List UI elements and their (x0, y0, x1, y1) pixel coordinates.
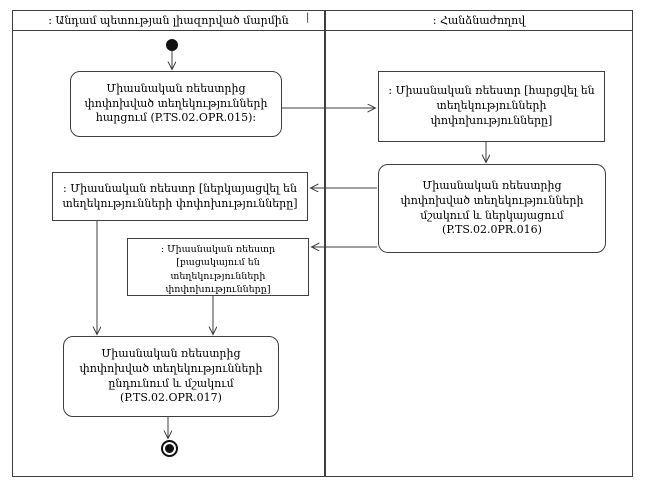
object-node-registry-presented: : Միասնական ռեեստր [ներկայացվել են տեղեկ… (52, 172, 308, 221)
diagram-frame (12, 10, 633, 477)
lane-header-commission: : Հանձնաժողով (326, 10, 632, 31)
action-node-opr016-label: Միասնական ռեեստրից փոփոխված տեղեկություն… (400, 178, 584, 237)
lane-header-tick: | (306, 12, 310, 23)
object-node-registry-absent-label: : Միասնական ռեեստր [բացակայում են տեղեկո… (160, 244, 276, 295)
lane-header-authorized-body: : Անդամ պետության լիազորված մարմին (13, 10, 324, 31)
lane-header-commission-label: : Հանձնաժողով (432, 13, 526, 27)
object-node-registry-presented-label: : Միասնական ռեեստր [ներկայացվել են տեղեկ… (62, 181, 298, 210)
final-node (161, 440, 178, 457)
action-node-opr016: Միասնական ռեեստրից փոփոխված տեղեկություն… (378, 164, 606, 253)
object-node-registry-queried: : Միասնական ռեեստր [հարցվել են տեղեկությ… (378, 71, 605, 142)
action-node-opr015-label: Միասնական ռեեստրից փոփոխված տեղեկություն… (84, 81, 268, 125)
object-node-registry-absent: : Միասնական ռեեստր [բացակայում են տեղեկո… (127, 238, 309, 296)
action-node-opr017-label: Միասնական ռեեստրից փոփոխված տեղեկություն… (79, 346, 263, 405)
swimlane-divider (324, 10, 326, 477)
object-node-registry-queried-label: : Միասնական ռեեստր [հարցվել են տեղեկությ… (388, 84, 595, 127)
lane-header-authorized-body-label: : Անդամ պետության լիազորված մարմին (48, 13, 289, 27)
final-node-dot (165, 444, 174, 453)
initial-node (166, 39, 178, 51)
action-node-opr015: Միասնական ռեեստրից փոփոխված տեղեկություն… (70, 71, 282, 137)
action-node-opr017: Միասնական ռեեստրից փոփոխված տեղեկություն… (63, 336, 279, 417)
